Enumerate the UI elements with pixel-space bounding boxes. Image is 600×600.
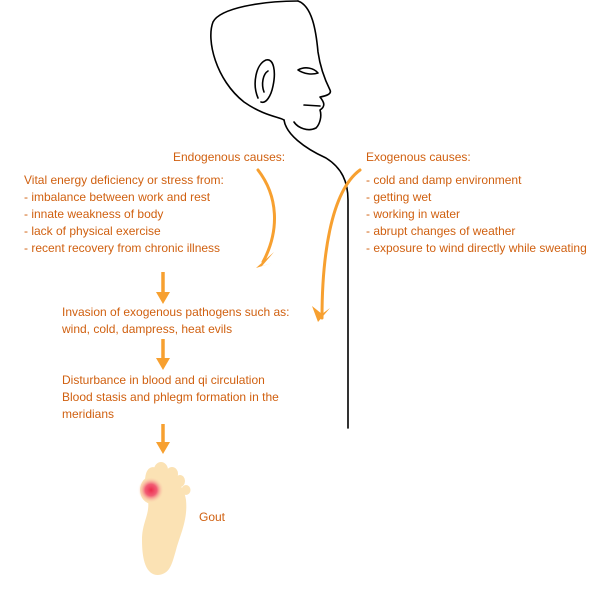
gout-label: Gout (199, 510, 226, 524)
head-back-outline (210, 0, 299, 121)
foot-toe-third (166, 467, 178, 481)
foot-toe-second (154, 462, 168, 478)
endogenous-causes-block: Vital energy deficiency or stress from: … (24, 172, 224, 257)
disturbance-line: Disturbance in blood and qi circulation (62, 373, 265, 387)
list-item: - imbalance between work and rest (24, 190, 211, 204)
list-item: - getting wet (366, 190, 432, 204)
invasion-step: Invasion of exogenous pathogens such as:… (62, 304, 290, 338)
down-arrow-icon (156, 272, 170, 304)
ear-outline (254, 59, 276, 104)
list-item: - recent recovery from chronic illness (24, 241, 221, 255)
endogenous-curved-arrow-head (256, 252, 274, 268)
inflammation-spot (138, 477, 164, 503)
invasion-line: Invasion of exogenous pathogens such as: (62, 305, 290, 319)
endogenous-cause-list: - imbalance between work and rest - inna… (24, 189, 224, 257)
foot-toe-fourth (175, 475, 185, 487)
list-item: - abrupt changes of weather (366, 224, 516, 238)
list-item: - cold and damp environment (366, 173, 522, 187)
ear-inner-outline (261, 70, 269, 93)
body-outline (283, 119, 349, 429)
exogenous-cause-list: - cold and damp environment - getting we… (366, 172, 587, 257)
down-arrow-icon (156, 339, 170, 370)
head-silhouette-icon (210, 0, 349, 429)
invasion-line: wind, cold, dampress, heat evils (62, 322, 233, 336)
face-profile-outline (293, 0, 332, 131)
disturbance-line: Blood stasis and phlegm formation in the (62, 390, 279, 404)
list-item: - exposure to wind directly while sweati… (366, 241, 587, 255)
list-item: - innate weakness of body (24, 207, 164, 221)
list-item: - lack of physical exercise (24, 224, 161, 238)
list-item: - working in water (366, 207, 461, 221)
disturbance-step: Disturbance in blood and qi circulation … (62, 372, 279, 423)
endogenous-intro: Vital energy deficiency or stress from: (24, 173, 224, 187)
exogenous-causes-block: - cold and damp environment - getting we… (366, 172, 587, 257)
down-arrow-icon (156, 424, 170, 454)
foot-toe-fifth (181, 485, 191, 495)
mouth-outline (303, 104, 321, 107)
exogenous-curved-arrow (320, 168, 362, 320)
eye-outline (297, 67, 319, 75)
disturbance-line: meridians (62, 407, 115, 421)
exogenous-heading: Exogenous causes: (366, 150, 471, 164)
endogenous-curved-arrow (256, 168, 276, 264)
exogenous-curved-arrow-head (312, 306, 330, 322)
endogenous-heading: Endogenous causes: (173, 150, 286, 164)
